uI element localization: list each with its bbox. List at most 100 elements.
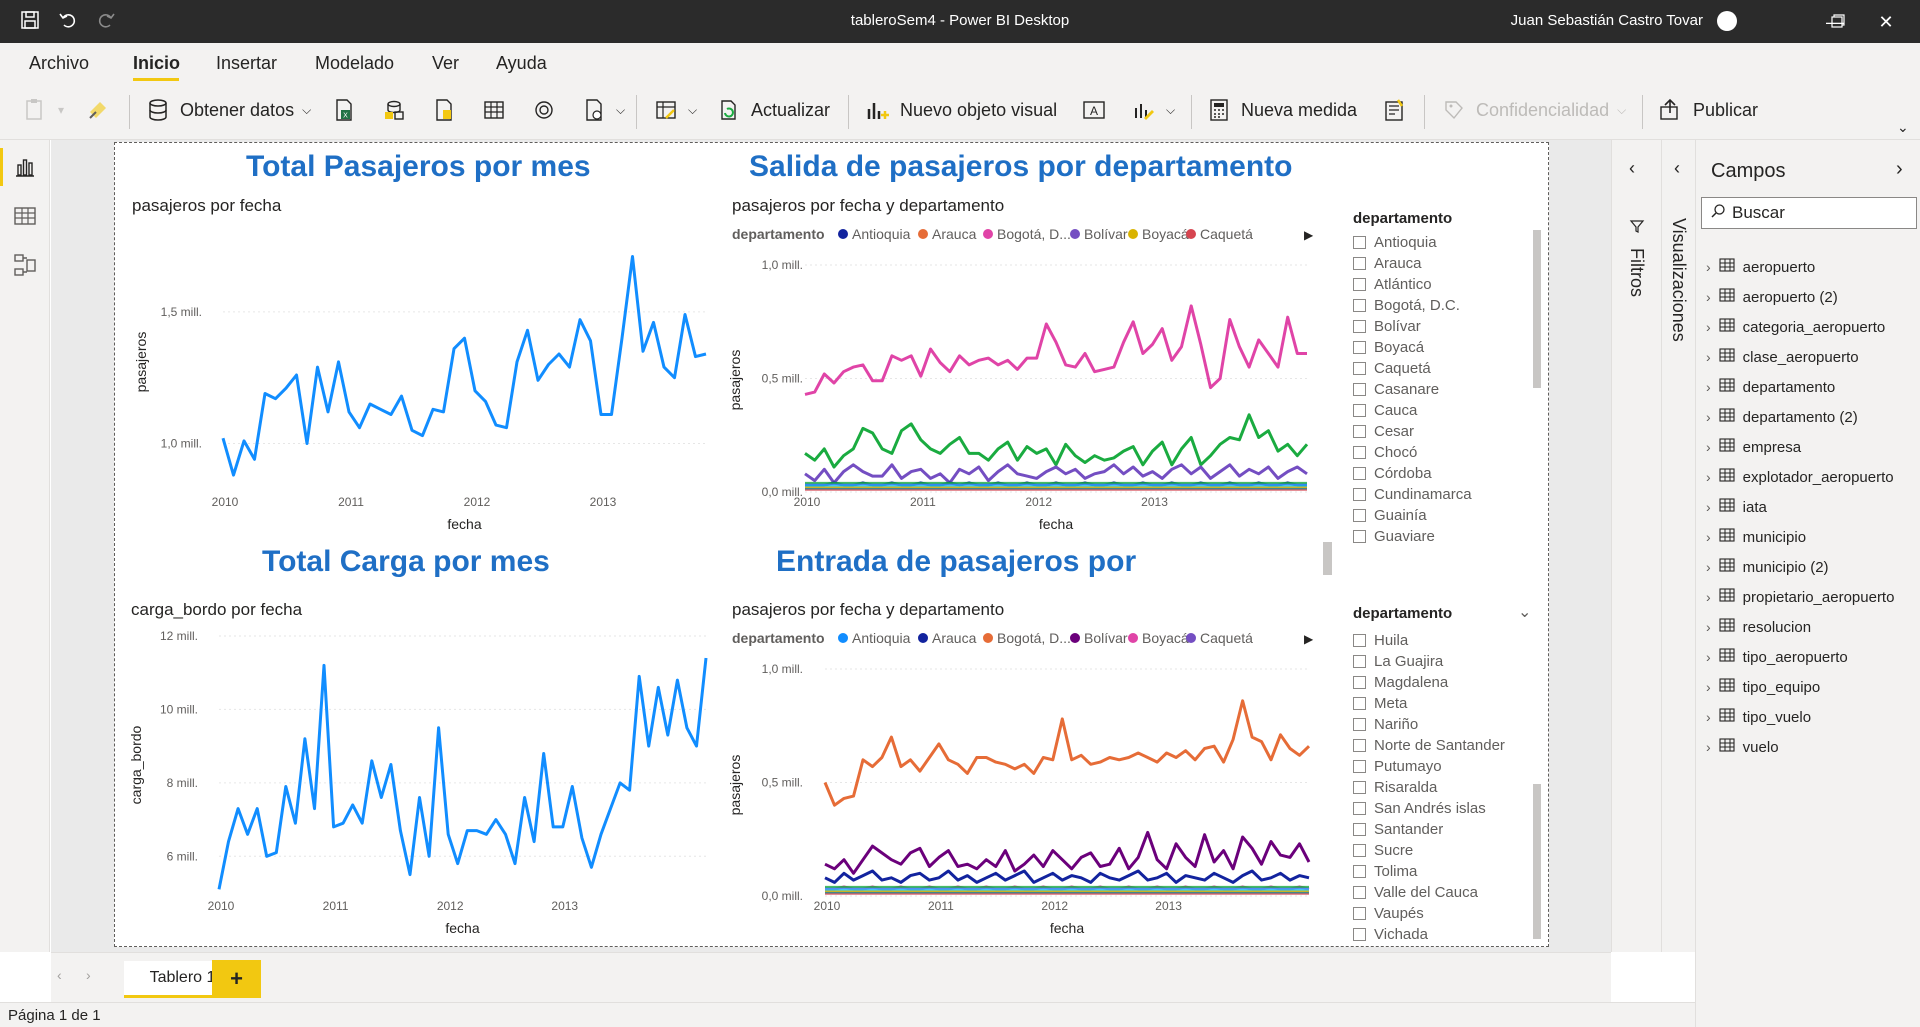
checkbox[interactable]: [1353, 886, 1366, 899]
field-table-item[interactable]: ›empresa: [1706, 432, 1894, 462]
chevron-right-icon[interactable]: ›: [1706, 619, 1711, 635]
publish-button[interactable]: Publicar: [1657, 93, 1758, 127]
checkbox[interactable]: [1353, 781, 1366, 794]
field-table-item[interactable]: ›resolucion: [1706, 612, 1894, 642]
chevron-right-icon[interactable]: ›: [1706, 559, 1711, 575]
chevron-right-icon[interactable]: ›: [1706, 469, 1711, 485]
new-measure-button[interactable]: Nueva medida: [1205, 93, 1357, 127]
slicer-item[interactable]: Arauca: [1353, 253, 1472, 274]
report-view-icon[interactable]: [12, 154, 38, 180]
slicer-item[interactable]: Meta: [1353, 693, 1505, 714]
query-button[interactable]: ⌵: [652, 93, 697, 127]
slicer-item[interactable]: Vaupés: [1353, 903, 1505, 924]
slicer-item[interactable]: Santander: [1353, 819, 1505, 840]
checkbox[interactable]: [1353, 236, 1366, 249]
checkbox[interactable]: [1353, 530, 1366, 543]
checkbox[interactable]: [1353, 718, 1366, 731]
recent-sources-button[interactable]: [530, 93, 558, 127]
field-table-item[interactable]: ›aeropuerto: [1706, 252, 1894, 282]
field-table-item[interactable]: ›municipio: [1706, 522, 1894, 552]
collapse-ribbon-icon[interactable]: ⌄: [1897, 119, 1909, 135]
visual-scrollbar[interactable]: [1323, 542, 1332, 575]
get-data-button[interactable]: Obtener datos ⌵: [144, 93, 311, 127]
field-table-item[interactable]: ›tipo_aeropuerto: [1706, 642, 1894, 672]
slicer-item[interactable]: Tolima: [1353, 861, 1505, 882]
enter-data-button[interactable]: [480, 93, 508, 127]
excel-button[interactable]: X: [330, 93, 358, 127]
slicer-item[interactable]: Bogotá, D.C.: [1353, 295, 1472, 316]
slicer-item[interactable]: Sucre: [1353, 840, 1505, 861]
slicer-item[interactable]: San Andrés islas: [1353, 798, 1505, 819]
slicer-item[interactable]: Norte de Santander: [1353, 735, 1505, 756]
close-icon[interactable]: ✕: [1878, 12, 1894, 32]
visualizations-label[interactable]: Visualizaciones: [1669, 218, 1689, 342]
checkbox[interactable]: [1353, 865, 1366, 878]
slicer-item[interactable]: Putumayo: [1353, 756, 1505, 777]
chevron-right-icon[interactable]: ›: [1896, 158, 1903, 180]
slicer-item[interactable]: Cundinamarca: [1353, 484, 1472, 505]
field-table-item[interactable]: ›municipio (2): [1706, 552, 1894, 582]
checkbox[interactable]: [1353, 634, 1366, 647]
avatar[interactable]: [1717, 11, 1737, 31]
chevron-right-icon[interactable]: ›: [1706, 409, 1711, 425]
slicer-item[interactable]: Antioquia: [1353, 232, 1472, 253]
text-box-button[interactable]: A: [1080, 93, 1108, 127]
checkbox[interactable]: [1353, 697, 1366, 710]
checkbox[interactable]: [1353, 257, 1366, 270]
field-table-item[interactable]: ›explotador_aeropuerto: [1706, 462, 1894, 492]
slicer-scrollbar[interactable]: [1533, 784, 1541, 939]
checkbox[interactable]: [1353, 802, 1366, 815]
checkbox[interactable]: [1353, 278, 1366, 291]
slicer-item[interactable]: Guainía: [1353, 505, 1472, 526]
slicer-item[interactable]: Córdoba: [1353, 463, 1472, 484]
slicer-item[interactable]: Guaviare: [1353, 526, 1472, 547]
field-table-item[interactable]: ›tipo_equipo: [1706, 672, 1894, 702]
new-visual-button[interactable]: Nuevo objeto visual: [864, 93, 1057, 127]
field-table-item[interactable]: ›departamento (2): [1706, 402, 1894, 432]
menu-ver[interactable]: Ver: [432, 53, 460, 73]
paste-button[interactable]: ▾: [22, 93, 64, 127]
chevron-right-icon[interactable]: ›: [1706, 349, 1711, 365]
chevron-right-icon[interactable]: ›: [1706, 679, 1711, 695]
slicer-item[interactable]: Chocó: [1353, 442, 1472, 463]
slicer-item[interactable]: Caquetá: [1353, 358, 1472, 379]
checkbox[interactable]: [1353, 509, 1366, 522]
chevron-right-icon[interactable]: ›: [1706, 649, 1711, 665]
slicer-item[interactable]: Cesar: [1353, 421, 1472, 442]
checkbox[interactable]: [1353, 425, 1366, 438]
field-table-item[interactable]: ›clase_aeropuerto: [1706, 342, 1894, 372]
slicer-item[interactable]: Vichada: [1353, 924, 1505, 945]
checkbox[interactable]: [1353, 676, 1366, 689]
maximize-icon[interactable]: [1818, 8, 1858, 36]
slicer-item[interactable]: Magdalena: [1353, 672, 1505, 693]
menu-modelado[interactable]: Modelado: [315, 53, 395, 73]
refresh-button[interactable]: Actualizar: [715, 93, 830, 127]
checkbox[interactable]: [1353, 362, 1366, 375]
checkbox[interactable]: [1353, 341, 1366, 354]
slicer-item[interactable]: Cauca: [1353, 400, 1472, 421]
slicer-item[interactable]: Boyacá: [1353, 337, 1472, 358]
slicer-item[interactable]: Risaralda: [1353, 777, 1505, 798]
chevron-right-icon[interactable]: ›: [1706, 529, 1711, 545]
quick-measure-button[interactable]: [1380, 93, 1408, 127]
field-table-item[interactable]: ›categoria_aeropuerto: [1706, 312, 1894, 342]
field-table-item[interactable]: ›aeropuerto (2): [1706, 282, 1894, 312]
dataverse-button[interactable]: [430, 93, 458, 127]
chevron-right-icon[interactable]: ›: [1706, 289, 1711, 305]
slicer-item[interactable]: Nariño: [1353, 714, 1505, 735]
checkbox[interactable]: [1353, 739, 1366, 752]
checkbox[interactable]: [1353, 320, 1366, 333]
chevron-right-icon[interactable]: ›: [1706, 709, 1711, 725]
chevron-right-icon[interactable]: ›: [1706, 319, 1711, 335]
tab-next-icon[interactable]: ›: [86, 967, 91, 983]
tab-prev-icon[interactable]: ‹: [57, 967, 62, 983]
checkbox[interactable]: [1353, 760, 1366, 773]
field-table-item[interactable]: ›tipo_vuelo: [1706, 702, 1894, 732]
chevron-right-icon[interactable]: ›: [1706, 439, 1711, 455]
checkbox[interactable]: [1353, 299, 1366, 312]
fields-search-input[interactable]: Buscar: [1701, 197, 1917, 229]
menu-insertar[interactable]: Insertar: [216, 53, 278, 73]
chevron-right-icon[interactable]: ›: [1706, 589, 1711, 605]
redo-icon[interactable]: [94, 10, 118, 34]
